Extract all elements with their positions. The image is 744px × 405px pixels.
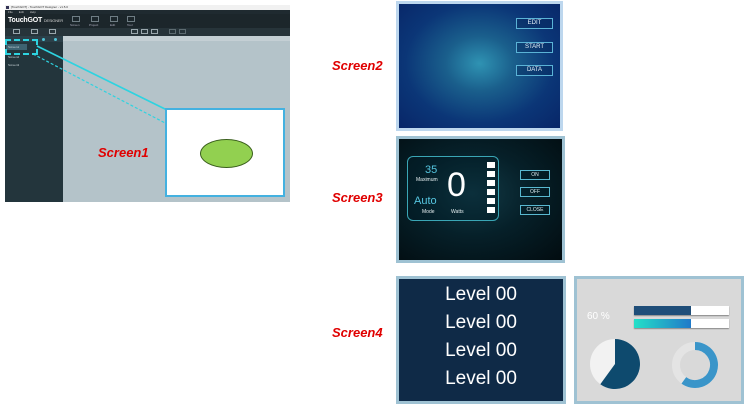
level-item: Level 00 <box>445 284 517 305</box>
level-segment <box>487 171 495 177</box>
app-icon <box>6 6 9 9</box>
mode-label: Mode <box>422 209 435 215</box>
level-item: Level 00 <box>445 340 517 361</box>
window-titlebar: [TouchGOT] - TouchGOT Designer - v1.5.0 <box>5 5 290 10</box>
percent-text: 60 % <box>587 311 610 322</box>
power-panel: 35 Maximum Auto Mode 0 Watts <box>407 156 499 221</box>
toolbar-image-icon[interactable] <box>151 29 158 34</box>
ribbon-project-label: Project <box>89 23 99 27</box>
toolbar-paste-icon[interactable] <box>141 29 148 34</box>
label-screen1: Screen1 <box>98 145 149 160</box>
sidebar-item-screen1[interactable]: Screen1 <box>6 44 28 50</box>
close-button[interactable]: CLOSE <box>520 205 550 215</box>
ribbon-project-button[interactable] <box>91 16 99 22</box>
level-segment <box>487 189 495 195</box>
logo-text: TouchGOT <box>8 17 43 24</box>
collapse-icon[interactable] <box>54 38 57 41</box>
level-segment <box>487 207 495 213</box>
menu-help[interactable]: Help <box>29 10 36 14</box>
screen4-level-list: Level 00 Level 00 Level 00 Level 00 <box>396 276 566 404</box>
level-segment <box>487 180 495 186</box>
label-screen3: Screen3 <box>332 190 383 205</box>
label-screen4: Screen4 <box>332 325 383 340</box>
mode-value: Auto <box>414 195 437 207</box>
maximum-label: Maximum <box>416 177 438 183</box>
menu-edit[interactable]: Edit <box>18 10 24 14</box>
sidebar-item-screen3[interactable]: Screen3 <box>8 63 20 67</box>
watts-label: Watts <box>451 209 464 215</box>
ribbon-screen-button[interactable] <box>72 16 80 22</box>
data-button[interactable]: DATA <box>516 65 553 76</box>
screen-list-panel: Screen1 Screen2 Screen3 <box>5 36 63 202</box>
level-segment <box>487 198 495 204</box>
progress-fill-dark <box>634 306 691 315</box>
pie-slice <box>600 339 640 389</box>
progress-bar-dark <box>634 306 729 315</box>
start-button[interactable]: START <box>516 42 553 53</box>
level-segment <box>487 162 495 168</box>
maximum-value: 35 <box>425 164 438 176</box>
canvas-topbar <box>63 36 290 41</box>
screen2-preview: EDIT START DATA <box>396 1 563 131</box>
progress-fill-gradient <box>634 319 691 328</box>
green-ellipse <box>200 139 253 168</box>
watts-value: 0 <box>447 166 466 204</box>
on-button[interactable]: ON <box>520 170 550 180</box>
level-item: Level 00 <box>445 368 517 389</box>
add-screen-icon[interactable] <box>42 38 45 41</box>
ring-progress <box>681 342 718 388</box>
menu-file[interactable]: File <box>8 10 13 14</box>
screen3-preview: 35 Maximum Auto Mode 0 Watts ON OFF CLOS… <box>396 136 565 263</box>
edit-button[interactable]: EDIT <box>516 18 553 29</box>
ribbon-edit-button[interactable] <box>110 16 118 22</box>
progress-bar-gradient <box>634 319 729 328</box>
toolbar-screens-tab[interactable] <box>13 29 20 34</box>
sidebar-item-screen2[interactable]: Screen2 <box>8 55 20 59</box>
toolbar-layers-tab[interactable] <box>31 29 38 34</box>
off-button[interactable]: OFF <box>520 187 550 197</box>
screen3-background <box>399 139 562 260</box>
ribbon-tool-button[interactable] <box>127 16 135 22</box>
menu-bar: File Edit Help <box>5 10 290 14</box>
ribbon: TouchGOT DESIGNER Screen Project Edit To… <box>5 14 290 28</box>
app-logo: TouchGOT DESIGNER <box>8 17 63 24</box>
redo-icon[interactable] <box>179 29 186 34</box>
window-title: [TouchGOT] - TouchGOT Designer - v1.5.0 <box>11 5 68 9</box>
level-item: Level 00 <box>445 312 517 333</box>
toolbar-parts-tab[interactable] <box>49 29 56 34</box>
selection-highlight <box>5 39 38 55</box>
toolbar-copy-icon[interactable] <box>131 29 138 34</box>
gauge-graphics <box>590 339 718 389</box>
toolbar <box>5 28 290 36</box>
ribbon-edit-label: Edit <box>110 23 116 27</box>
screen1-preview <box>165 108 285 197</box>
undo-icon[interactable] <box>169 29 176 34</box>
ribbon-screen-label: Screen <box>70 23 80 27</box>
screen4-gauges: 60 % <box>574 276 744 404</box>
label-screen2: Screen2 <box>332 58 383 73</box>
ribbon-tool-label: Tool <box>127 23 133 27</box>
logo-sub: DESIGNER <box>43 18 64 23</box>
